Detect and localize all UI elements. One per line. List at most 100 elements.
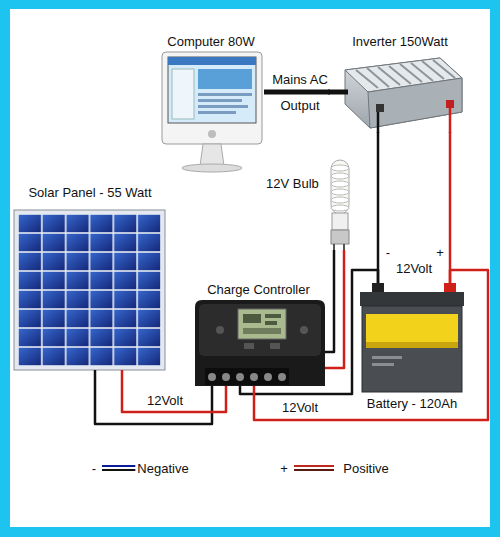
inverter-illustration [446, 100, 454, 108]
charge-controller-illustration [243, 328, 281, 334]
component-heading: Charge Controller [207, 282, 310, 298]
terminal-label: - [90, 461, 98, 476]
solar-panel-illustration [14, 210, 165, 370]
component-heading: Battery - 120Ah [367, 396, 457, 412]
bulb-illustration [331, 189, 349, 195]
legend-text: Positive [341, 461, 391, 476]
battery-illustration [372, 356, 402, 359]
inverter-illustration [368, 78, 462, 128]
component-box: Solar Panel - 55 Watt [12, 183, 168, 370]
voltage-label: Mains AC [270, 72, 330, 87]
inverter-illustration [345, 58, 462, 128]
component-box: 12V Bulb [266, 156, 358, 250]
charge-controller-illustration [216, 326, 224, 334]
wire-connection [95, 370, 226, 424]
label-holder: 12Volt [280, 398, 320, 416]
charge-controller-illustration [222, 373, 230, 381]
bulb-illustration [331, 160, 349, 251]
label-holder: Output [278, 96, 321, 114]
bulb-illustration [331, 160, 349, 214]
bulb-illustration [333, 244, 335, 251]
wire [264, 90, 330, 95]
legend-text: Negative [135, 461, 190, 476]
legend-line-samples [102, 469, 136, 471]
charge-controller-illustration [195, 300, 325, 386]
label-holder: 12Volt [145, 391, 185, 409]
charge-controller-illustration [250, 373, 258, 381]
battery-illustration [372, 283, 384, 293]
wire [122, 370, 226, 412]
bulb-illustration [332, 213, 348, 230]
legend-entry: Negative [135, 459, 190, 477]
legend-entry: Positive [341, 459, 391, 477]
charge-controller-illustration [300, 326, 308, 334]
terminal-label: Output [278, 98, 321, 113]
wire [325, 250, 334, 352]
cable-stubs [449, 108, 452, 133]
label-holder: - [90, 459, 98, 477]
charge-controller-illustration [243, 314, 261, 323]
computer-illustration [198, 93, 252, 96]
bulb-illustration [331, 165, 349, 171]
bulb-illustration [331, 173, 349, 179]
charge-controller-illustration [244, 343, 254, 349]
component-box: Charge Controller [192, 280, 325, 386]
label-holder: 12Volt [394, 259, 434, 277]
wire-connection [264, 92, 330, 93]
component-box: Computer 80W [158, 32, 264, 174]
computer-illustration [168, 57, 256, 65]
cable-stubs [377, 112, 380, 133]
charge-controller-illustration [270, 343, 280, 349]
component-box: Battery - 120Ah [356, 283, 468, 414]
terminal-label: + [278, 461, 290, 476]
label-holder: + [434, 243, 446, 261]
charge-controller-illustration [265, 321, 277, 325]
wire [95, 370, 212, 424]
charge-controller-illustration [195, 300, 325, 386]
component-heading: Inverter 150Watt [352, 34, 448, 50]
legend-line-samples [294, 469, 334, 471]
bulb-illustration [331, 181, 349, 187]
computer-illustration [198, 111, 236, 114]
cable-stubs [328, 90, 348, 95]
computer-illustration [182, 164, 242, 172]
computer-illustration [200, 144, 224, 166]
computer-illustration [162, 52, 262, 144]
battery-illustration [360, 292, 464, 306]
cable-stubs [328, 92, 450, 133]
charge-controller-illustration [264, 373, 272, 381]
bulb-illustration [343, 244, 345, 251]
component-box: Inverter 150Watt [330, 32, 470, 132]
voltage-label: 12Volt [145, 393, 185, 408]
computer-illustration [172, 69, 194, 119]
component-heading: 12V Bulb [266, 176, 319, 192]
white-ground [10, 9, 490, 527]
battery-illustration [372, 363, 394, 366]
legend-line-samples [294, 465, 334, 467]
solar-panel-illustration [14, 210, 165, 370]
battery-illustration [366, 314, 458, 342]
battery-illustration [360, 283, 464, 392]
solar-panel-illustration [18, 214, 161, 366]
terminal-label: + [434, 245, 446, 260]
charge-controller-illustration [265, 314, 281, 318]
computer-illustration [198, 69, 252, 89]
battery-illustration [362, 306, 462, 392]
wire-connection [378, 132, 450, 283]
computer-illustration [198, 99, 242, 102]
wire [377, 132, 380, 283]
wire-connection [325, 250, 344, 368]
component-heading: Computer 80W [167, 34, 254, 50]
computer-illustration [168, 57, 256, 123]
component-heading: Solar Panel - 55 Watt [28, 185, 151, 201]
computer-illustration [162, 52, 262, 172]
charge-controller-illustration [199, 304, 321, 356]
label-holder: + [278, 459, 290, 477]
bulb-illustration [331, 230, 349, 244]
inverter-illustration [345, 58, 462, 128]
legend-line-samples [102, 465, 136, 467]
charge-controller-illustration [238, 309, 286, 339]
inverter-illustration [376, 104, 384, 112]
charge-controller-illustration [205, 368, 289, 385]
